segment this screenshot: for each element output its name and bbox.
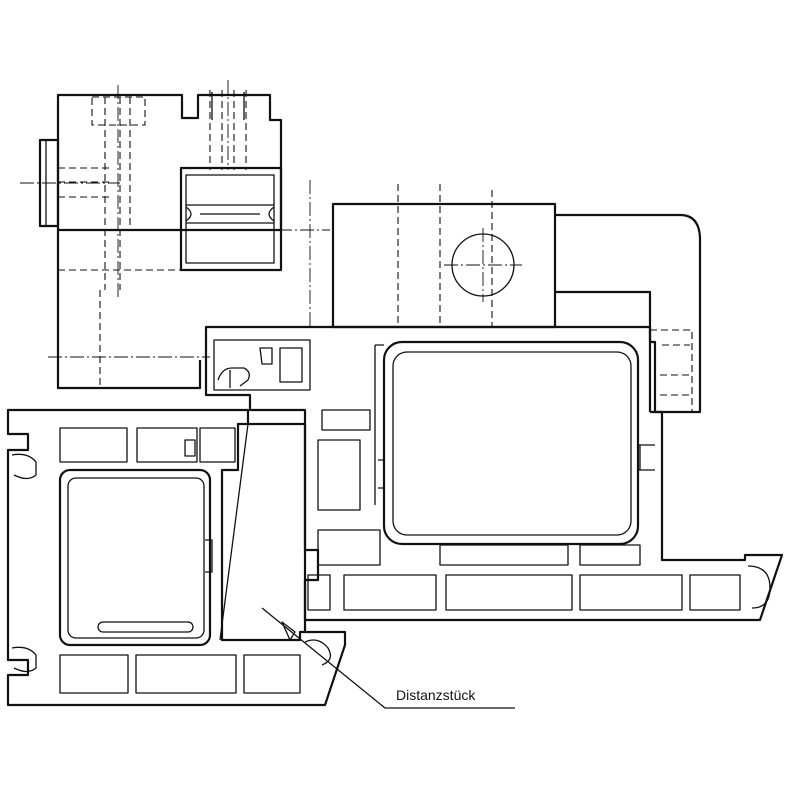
distanzstueck-label: Distanzstück [396, 687, 476, 703]
distanzstueck-annotation: Distanzstück [261, 607, 515, 709]
sash-profile [204, 325, 784, 622]
frame-profile [6, 408, 347, 707]
hardware-block [20, 80, 330, 390]
overlap-block [48, 180, 702, 414]
